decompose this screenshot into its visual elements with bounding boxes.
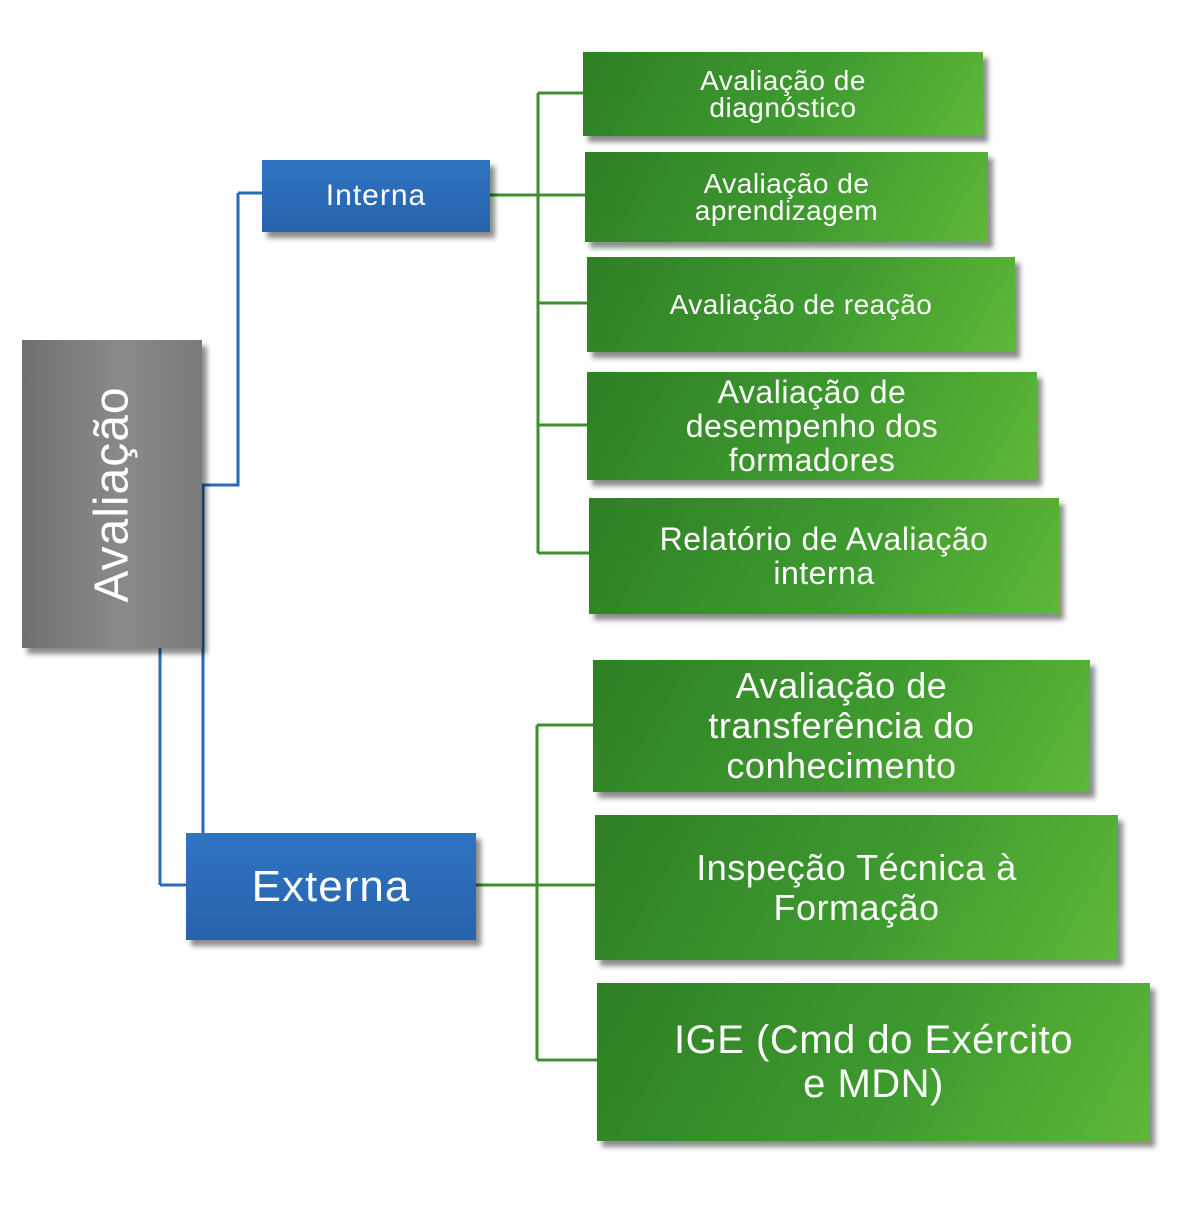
node-externa-leaf-3-label: IGE (Cmd do Exército e MDN) (673, 1018, 1073, 1106)
node-externa-label: Externa (251, 861, 411, 911)
node-externa-leaf-2-label: Inspeção Técnica à Formação (696, 846, 1017, 928)
node-interna-leaf-1: Avaliação de diagnóstico (583, 52, 983, 136)
node-interna-leaf-5: Relatório de Avaliação interna (589, 498, 1059, 614)
node-externa-leaf-1: Avaliação de transferência do conhecimen… (593, 660, 1090, 792)
node-interna-leaf-4: Avaliação de desempenho dos formadores (587, 372, 1037, 480)
node-interna-leaf-1-label: Avaliação de diagnóstico (700, 65, 866, 123)
node-interna: Interna (262, 160, 490, 232)
node-interna-leaf-4-label: Avaliação de desempenho dos formadores (685, 374, 939, 478)
node-interna-leaf-3: Avaliação de reação (587, 257, 1015, 352)
node-interna-leaf-2: Avaliação de aprendizagem (585, 152, 988, 242)
node-interna-leaf-5-label: Relatório de Avaliação interna (659, 521, 989, 591)
node-root: Avaliação (22, 340, 202, 648)
node-interna-leaf-2-label: Avaliação de aprendizagem (694, 168, 879, 226)
node-externa: Externa (186, 833, 476, 940)
node-root-label: Avaliação (85, 385, 139, 603)
node-externa-leaf-2: Inspeção Técnica à Formação (595, 815, 1118, 960)
node-interna-leaf-3-label: Avaliação de reação (669, 289, 933, 320)
node-interna-label: Interna (325, 179, 427, 212)
node-externa-leaf-1-label: Avaliação de transferência do conhecimen… (708, 665, 975, 786)
node-externa-leaf-3: IGE (Cmd do Exército e MDN) (597, 983, 1150, 1141)
